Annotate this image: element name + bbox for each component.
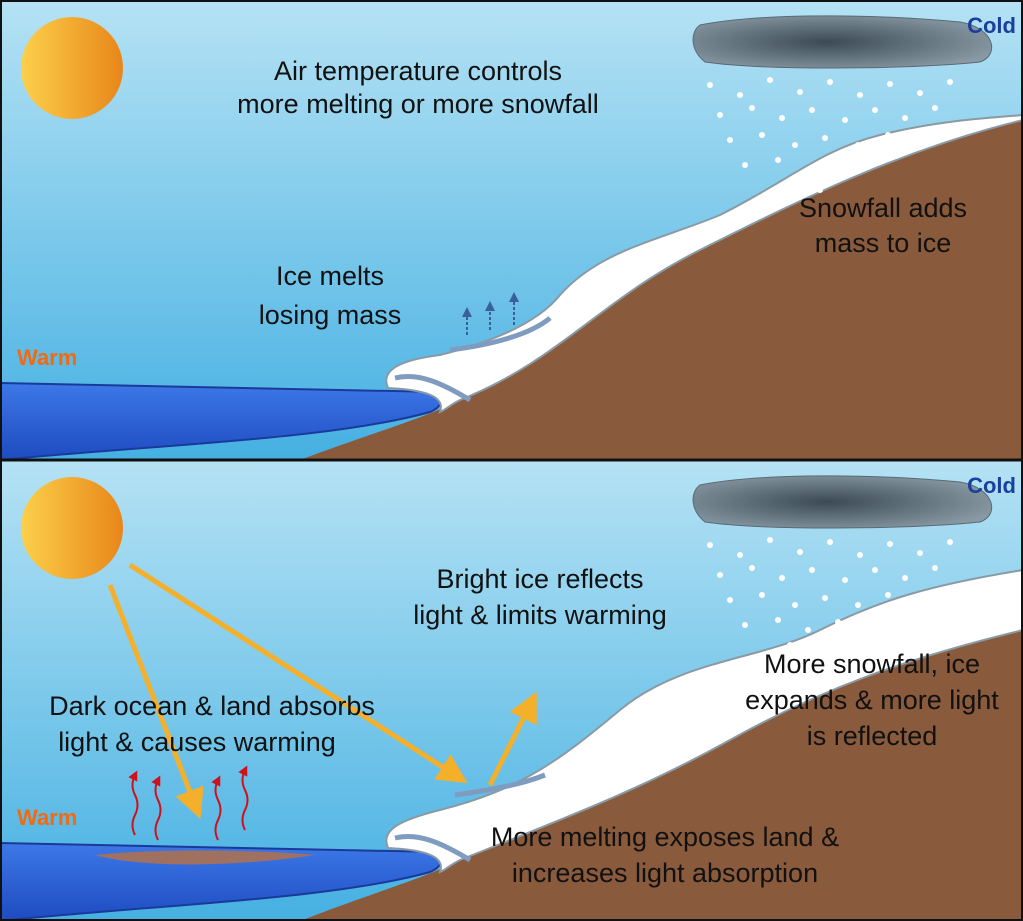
- heat-wave-icon: [151, 775, 162, 841]
- melt-streak: [394, 374, 472, 403]
- heat-wave-icon: [128, 770, 139, 836]
- warm-label: Warm: [17, 805, 77, 830]
- expand-line-2: expands & more light: [745, 685, 999, 715]
- title-line-2: more melting or more snowfall: [237, 89, 599, 119]
- land: [300, 120, 1023, 460]
- cold-label: Cold: [967, 13, 1016, 38]
- sun-icon: [21, 477, 123, 579]
- melt-streak: [449, 316, 552, 353]
- heat-wave-icon: [238, 765, 249, 831]
- melt-line-2: losing mass: [259, 300, 402, 330]
- expand-line-3: is reflected: [807, 721, 938, 751]
- cloud-icon: [692, 475, 993, 529]
- snow-line-2: mass to ice: [815, 228, 952, 258]
- cloud-icon: [692, 15, 993, 69]
- reflected-light-arrow: [487, 691, 537, 787]
- melt-line-1: Ice melts: [276, 261, 384, 291]
- sunlight-arrow-absorbed: [107, 584, 204, 819]
- reflect-line-1: Bright ice reflects: [436, 564, 643, 594]
- melt-streak: [454, 772, 546, 798]
- sun-icon: [21, 17, 123, 119]
- cold-label: Cold: [967, 473, 1016, 498]
- exposes-line-2: increases light absorption: [512, 858, 818, 888]
- absorb-line-2: light & causes warming: [58, 727, 336, 757]
- reflect-line-2: light & limits warming: [413, 600, 667, 630]
- bottom-panel: Bright ice reflects light & limits warmi…: [0, 460, 1023, 921]
- melt-streak: [394, 834, 472, 863]
- exposes-line-1: More melting exposes land &: [491, 822, 839, 852]
- heat-wave-icon: [211, 775, 222, 841]
- absorb-line-1: Dark ocean & land absorbs: [49, 691, 375, 721]
- warm-label: Warm: [17, 345, 77, 370]
- ice-sheet: [385, 113, 1023, 414]
- sunlight-arrow-to-ice: [128, 562, 468, 784]
- exposed-land-patch: [95, 850, 315, 865]
- title-line-1: Air temperature controls: [274, 56, 562, 86]
- top-panel: Air temperature controls more melting or…: [0, 0, 1023, 462]
- snow-line-1: Snowfall adds: [799, 193, 967, 223]
- expand-line-1: More snowfall, ice: [764, 649, 980, 679]
